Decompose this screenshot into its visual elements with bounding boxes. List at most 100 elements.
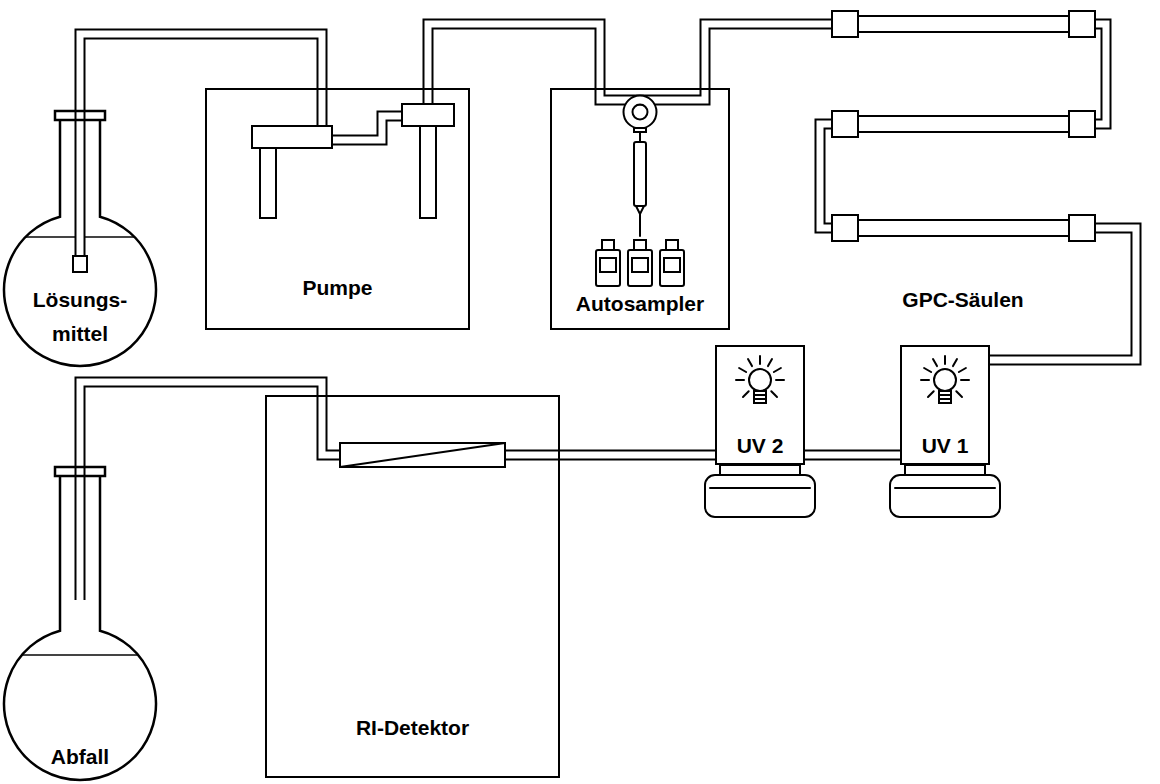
column-body [858,116,1069,132]
lamp-icon [736,356,784,403]
pump-head [402,104,454,126]
syringe-needle [639,214,641,236]
node-label: GPC-Säulen [902,287,1023,313]
tube-bore [428,24,600,88]
lamp-ray [924,368,931,372]
lamp-bulb [934,369,956,391]
tube-bore [1094,24,1106,124]
lamp-ray [953,359,957,366]
lamp-ray [944,356,946,364]
tube [1094,228,1114,229]
tube-bore [1094,225,1114,232]
column-end-cap [832,111,858,137]
lamp-ray [743,391,749,397]
flow-cell-divider [340,443,505,467]
lamp-ray [748,359,752,366]
tube-bore [322,395,341,455]
lamp-ray [959,368,966,372]
tubing [560,455,715,456]
tube-wall [75,466,86,600]
tube-wall [331,116,403,140]
tube-wall [628,100,652,124]
tube [322,395,341,455]
flask-lip [55,111,105,120]
tube [1094,24,1106,124]
tube-bore [331,116,403,140]
syringe-plunger [639,132,641,142]
tube-bore [77,110,84,256]
lamp-ray [771,391,777,397]
detector-stand-plate [720,465,800,475]
syringe-tip [636,206,644,214]
lamp-ray [921,379,929,381]
tube-wall [820,124,833,228]
column-end-cap [832,215,858,241]
lamp-thread [939,394,951,396]
tube-bore [425,88,432,105]
tube-wall [322,395,341,455]
tube-bore [628,100,652,124]
detector-stand [705,475,815,517]
tube [322,88,323,127]
tube-wall [504,450,560,461]
vial-body [628,250,652,286]
node-label: UV 1 [922,433,969,459]
vial-neck [602,240,614,250]
tubing [80,34,322,110]
lamp-ray [956,391,962,397]
node-label: Abfall [51,740,109,774]
uv-detector-box: UV 1 [900,345,990,465]
tubing [428,24,600,88]
vial-neck [666,240,678,250]
lamp-ray [928,391,934,397]
tube-wall [75,110,86,256]
lamp-socket [754,391,766,403]
column-end-cap [832,11,858,37]
liquid-level [22,654,138,656]
lamp-ray [739,368,746,372]
detector-stand [890,475,1000,517]
pump-head [252,126,332,148]
column-body [858,220,1069,236]
column-end-cap [1069,11,1095,37]
vial-label [632,258,648,272]
tube-bore [319,88,326,127]
tube [428,88,429,105]
vial-body [596,250,620,286]
lamp-socket [939,391,951,403]
tubing [805,455,900,456]
lamp-ray [933,359,937,366]
tube [331,116,403,140]
node-label: Autosampler [576,291,704,317]
tube [820,124,833,228]
detector-stand-plate [905,465,985,475]
syringe-knob [634,128,646,132]
node-label: Lösungs- mittel [24,283,136,351]
autosampler-box: Autosampler [550,88,730,330]
lamp-thread [754,394,766,396]
tube-wall [1094,223,1114,234]
sample-loop [628,100,652,124]
node-label: UV 2 [737,433,784,459]
detector-stand-edge [710,487,810,489]
tube [504,455,560,456]
lamp-bulb [749,369,771,391]
tube-bore [805,452,900,459]
vial-body [660,250,684,286]
node-label: Pumpe [302,275,372,301]
pump-piston [420,126,436,218]
lamp-ray [776,379,784,381]
lamp-icon [921,356,969,403]
vial-neck [634,240,646,250]
tube-bore [504,452,560,459]
tube-bore [77,466,84,600]
flask-lip [55,467,105,476]
flask-body [4,120,156,366]
detector-stand-edge [895,487,995,489]
waste-flask: Abfall [4,466,156,782]
tube-bore [560,452,715,459]
ri-detector-box: RI-Detektor [265,395,560,778]
vial-label [600,258,616,272]
